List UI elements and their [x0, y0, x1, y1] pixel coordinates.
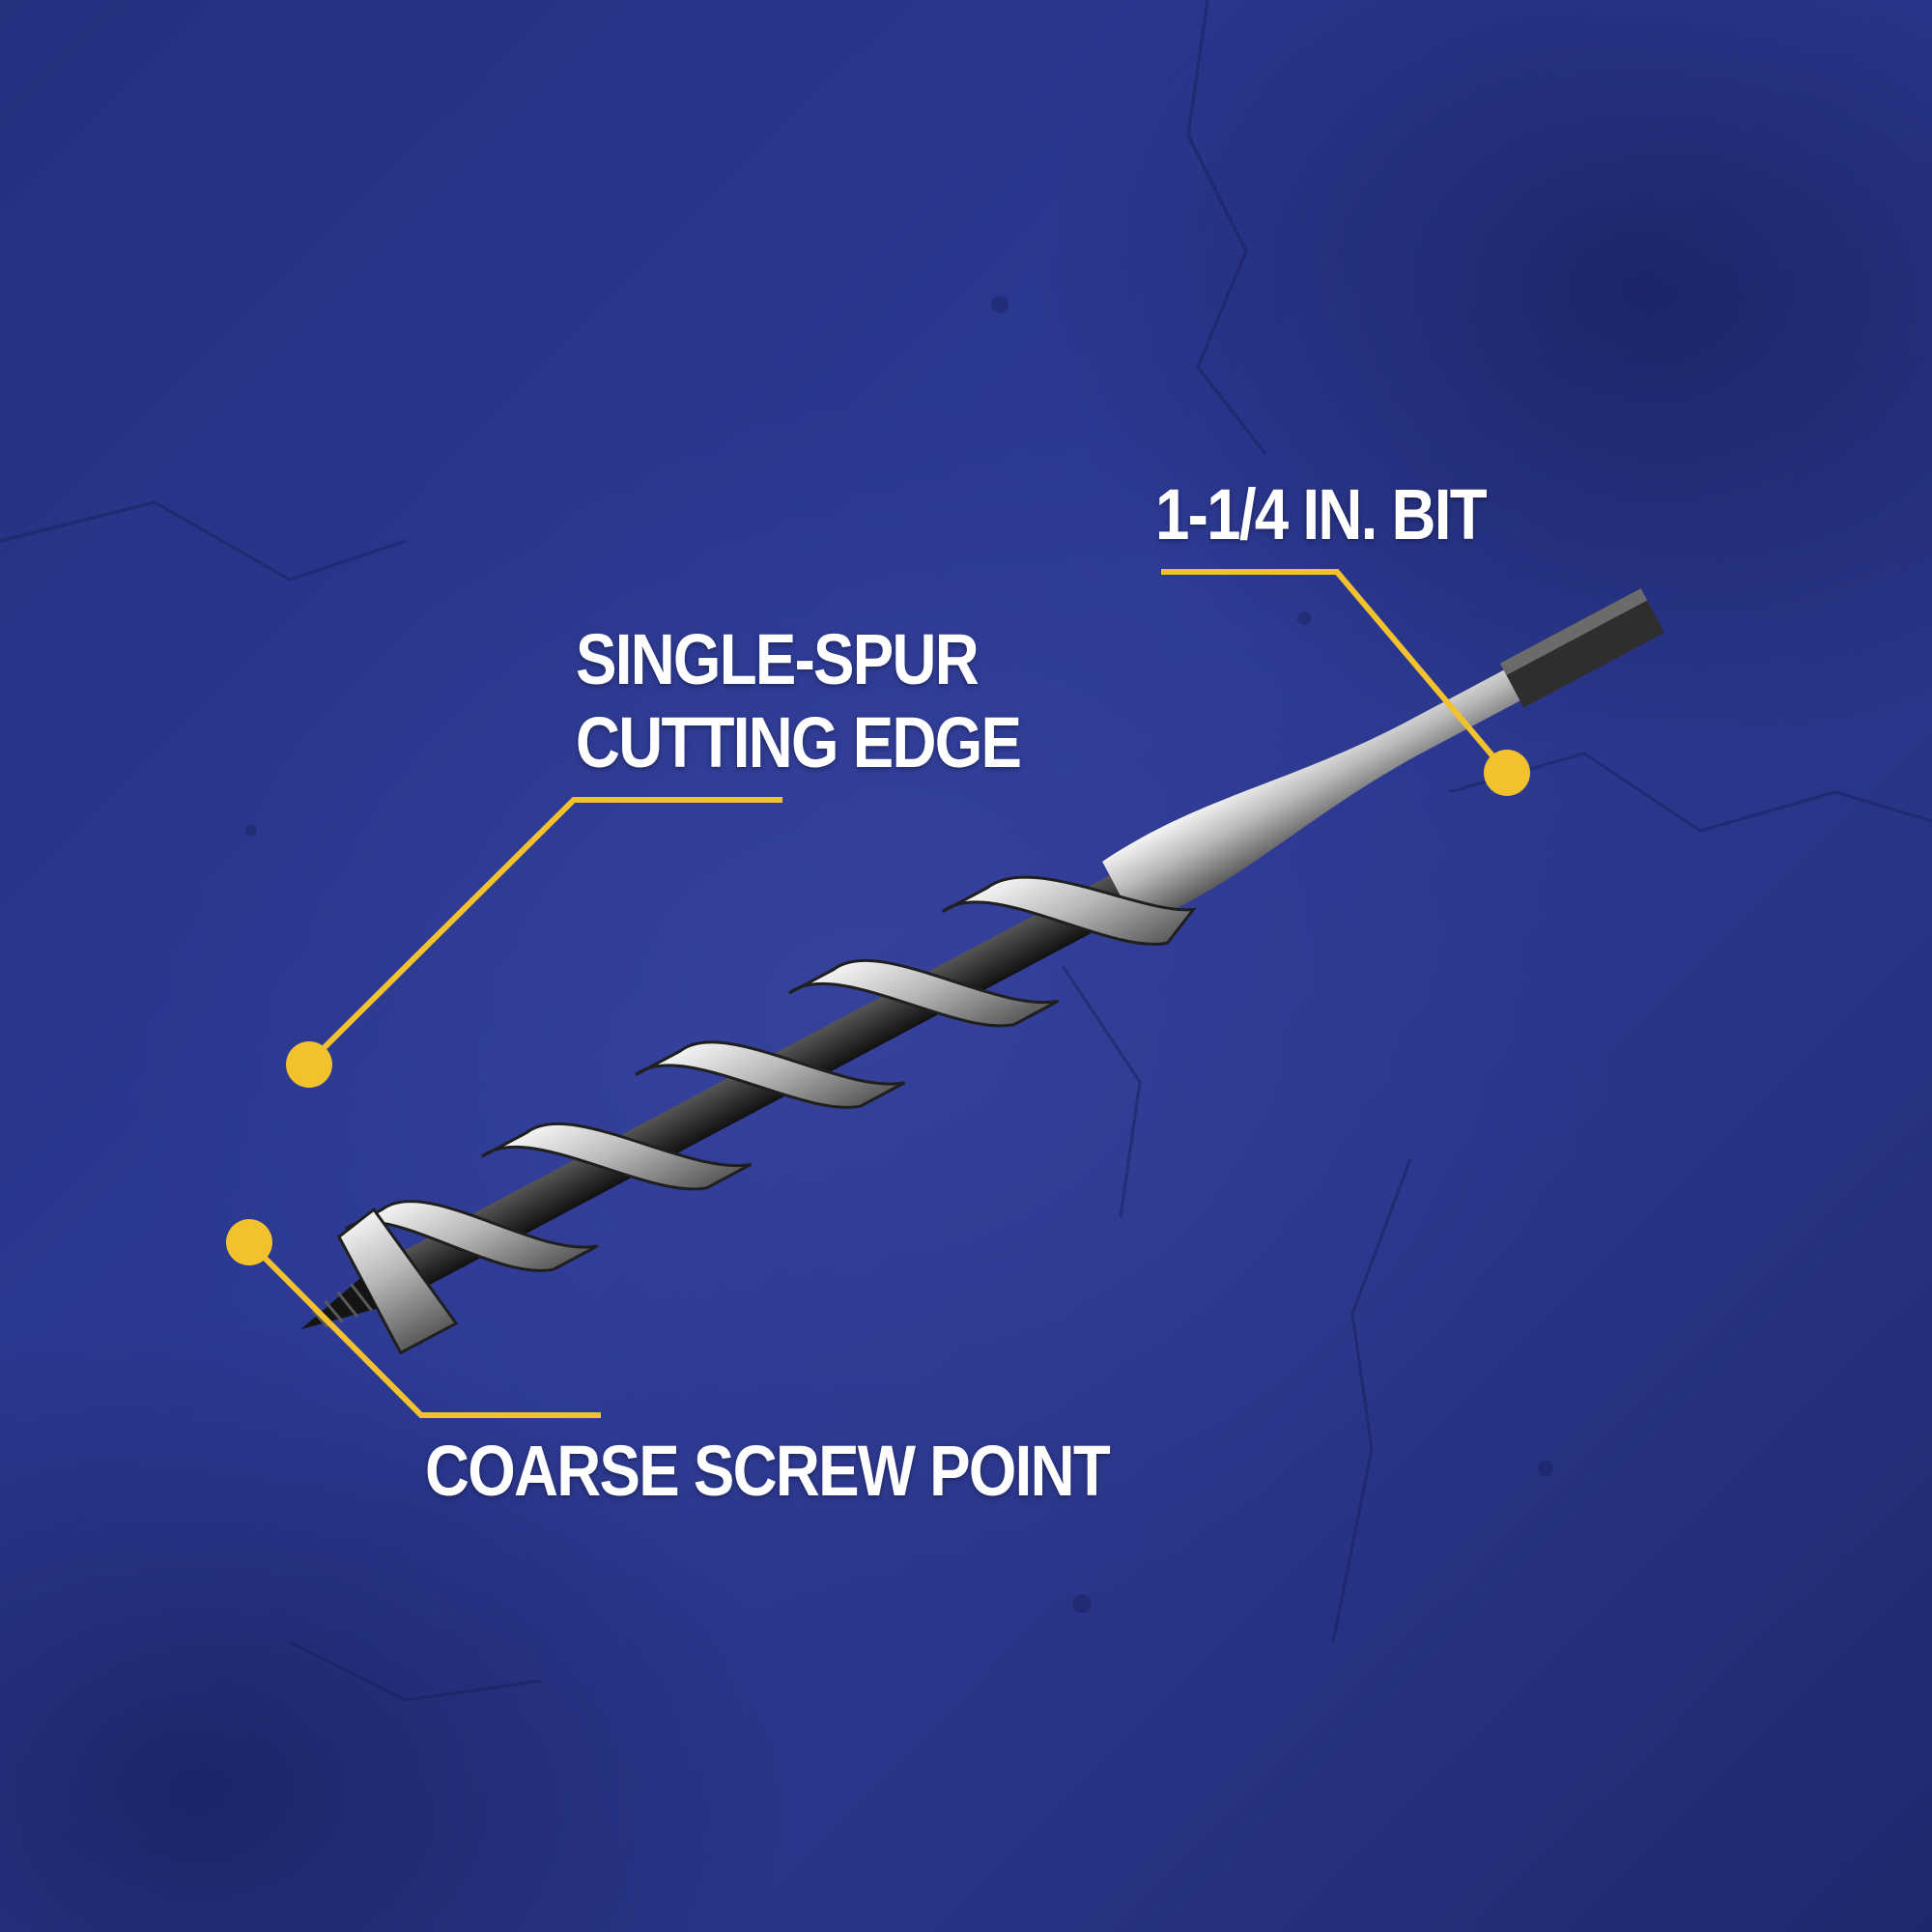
- callout-label-cutting-edge-line-2: CUTTING EDGE: [576, 702, 1022, 782]
- leader-screw-point: [244, 1237, 601, 1418]
- spiral-flutes: [344, 875, 1197, 1272]
- leader-bit-size: [1161, 569, 1510, 775]
- callout-label-screw-point: COARSE SCREW POINT: [425, 1431, 1111, 1511]
- callout-dot-screw-point: [226, 1219, 272, 1265]
- spur-cutter: [337, 1208, 459, 1355]
- drill-bit: [300, 588, 1664, 1355]
- leader-cutting-edge: [306, 797, 782, 1065]
- callout-label-cutting-edge: SINGLE-SPUR CUTTING EDGE: [576, 618, 1022, 784]
- hex-drive: [1499, 588, 1664, 708]
- bit-shank: [1102, 606, 1640, 927]
- callout-leaders: [244, 569, 1510, 1418]
- callout-dot-cutting-edge: [286, 1041, 332, 1088]
- callout-label-bit-size: 1-1/4 IN. BIT: [1155, 474, 1488, 554]
- callout-label-cutting-edge-line-1: SINGLE-SPUR: [576, 619, 980, 699]
- callout-dot-bit-size: [1484, 750, 1530, 796]
